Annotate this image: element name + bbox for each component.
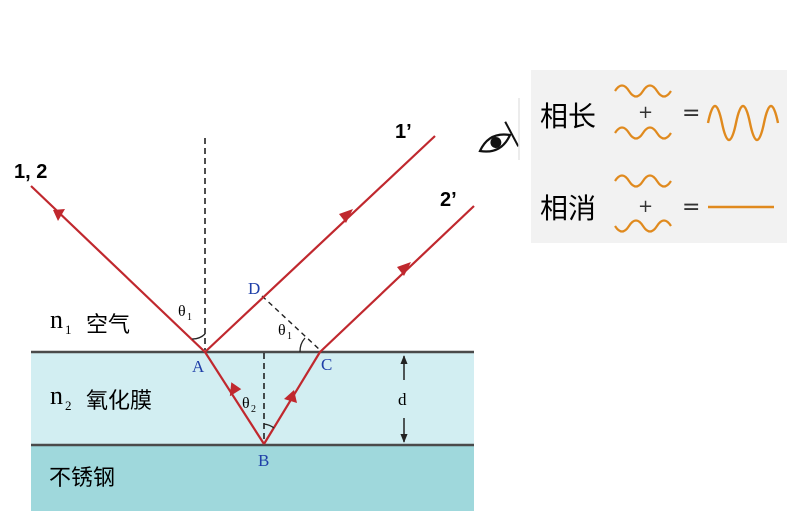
arrowhead-AB: [229, 382, 242, 397]
legend-constructive-label: 相长: [540, 100, 596, 133]
n2-symbol: n: [50, 381, 63, 410]
angle-arc-theta2-B: [263, 423, 275, 429]
wavefront-line-DC: [261, 295, 321, 351]
wave-icon: [706, 104, 780, 142]
theta2-at-B: θ: [242, 395, 250, 412]
eye-icon: [478, 121, 520, 153]
n2-subscript: 2: [65, 398, 72, 413]
substrate-name: 不锈钢: [49, 466, 115, 491]
interference-legend: [531, 70, 787, 243]
wave-icon: [614, 174, 672, 188]
point-C-label: C: [321, 355, 332, 374]
wave-icon: [614, 126, 672, 140]
thickness-label: d: [398, 390, 407, 409]
theta1-at-A: θ: [178, 303, 186, 320]
n1-symbol: n: [50, 305, 63, 334]
ray-1-out-label: 1’: [395, 121, 412, 143]
theta1-at-A-sub: 1: [187, 312, 192, 323]
refracted-ray-AB: [204, 351, 265, 445]
wave-icon: [614, 219, 672, 233]
n2-medium-name: 氧化膜: [86, 389, 152, 414]
theta2-at-B-sub: 2: [251, 404, 256, 415]
theta1-at-C: θ: [278, 322, 286, 339]
n1-medium-name: 空气: [86, 313, 130, 338]
wave-icon: [614, 84, 672, 98]
ray-2-out-label: 2’: [440, 189, 457, 211]
point-D-label: D: [248, 279, 260, 298]
arrowhead-BC: [284, 390, 297, 403]
arrowhead-ray2: [397, 262, 411, 276]
steel-substrate-layer: [31, 445, 474, 511]
angle-arc-theta1-C: [299, 337, 306, 353]
arrowhead-incident: [53, 209, 65, 221]
incident-ray-label: 1, 2: [14, 161, 47, 183]
air-region: [31, 135, 474, 352]
legend-plus-2: +: [638, 196, 653, 217]
n1-subscript: 1: [65, 322, 72, 337]
oxide-film-layer: [31, 352, 474, 445]
legend-destructive-label: 相消: [540, 192, 596, 225]
point-B-label: B: [258, 451, 269, 470]
legend-equals-1: =: [682, 101, 700, 126]
point-A-label: A: [192, 357, 205, 376]
legend-plus-1: +: [638, 102, 653, 123]
reflected-ray-1: [204, 135, 436, 353]
angle-arc-theta1-A: [191, 333, 206, 340]
reflected-ray-2: [319, 205, 475, 353]
theta1-at-C-sub: 1: [287, 331, 292, 342]
arrowhead-ray1: [339, 209, 353, 223]
legend-equals-2: =: [682, 195, 700, 220]
